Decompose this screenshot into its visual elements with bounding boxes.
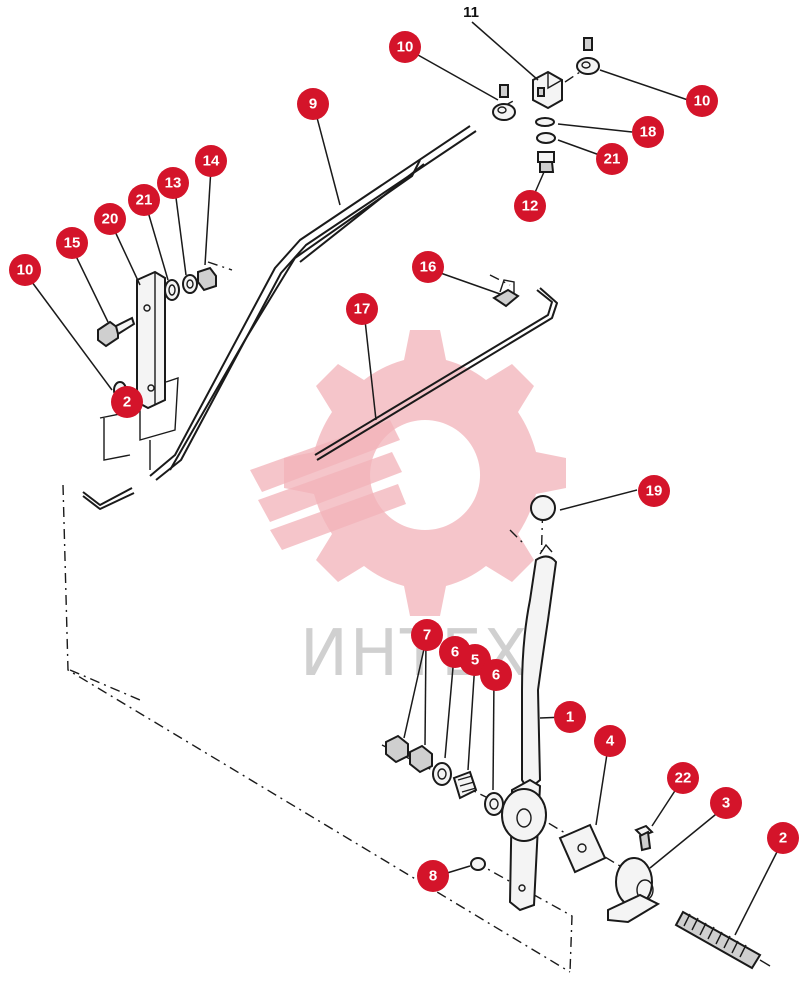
svg-text:22: 22 [675,770,692,787]
callout-8: 8 [417,860,449,892]
svg-text:6: 6 [492,667,500,684]
svg-text:7: 7 [423,627,431,644]
svg-text:15: 15 [64,235,81,252]
svg-text:9: 9 [309,96,317,113]
svg-text:21: 21 [604,151,621,168]
svg-text:8: 8 [429,868,437,885]
part-9-rod [82,125,477,510]
leader-lines [25,21,784,936]
svg-text:6: 6 [451,644,459,661]
part-16-clip [492,279,520,308]
callout-4: 4 [594,725,626,757]
part-1-lever [501,543,558,912]
svg-text:10: 10 [397,39,414,56]
svg-text:2: 2 [123,394,131,411]
part-22-screw [634,824,654,852]
callout-21a: 21 [596,143,628,175]
part-15-bolt [97,316,136,348]
svg-text:21: 21 [136,192,153,209]
svg-text:17: 17 [354,301,371,318]
svg-text:20: 20 [102,211,119,228]
svg-text:16: 16 [420,259,437,276]
callout-6b: 6 [480,659,512,691]
callout-3: 3 [710,787,742,819]
callout-10b: 10 [686,85,718,117]
callout-16: 16 [412,251,444,283]
callout-10a: 10 [389,31,421,63]
part-19-knob [530,495,556,521]
svg-text:19: 19 [646,483,663,500]
pivot-hardware [385,734,504,816]
callout-13: 13 [157,167,189,199]
callout-2a: 2 [111,386,143,418]
callout-21b: 21 [128,184,160,216]
callout-1: 1 [554,701,586,733]
svg-text:12: 12 [522,198,539,215]
callout-20: 20 [94,203,126,235]
svg-text:1: 1 [566,709,574,726]
callout-10c: 10 [9,254,41,286]
svg-text:5: 5 [471,652,479,669]
svg-text:14: 14 [203,153,220,170]
callout-14: 14 [195,145,227,177]
svg-text:18: 18 [640,124,657,141]
watermark-logo: ИНТЕХ [250,330,566,691]
top-hardware-group [492,37,600,173]
svg-text:13: 13 [165,175,182,192]
part-4-plate [558,823,607,874]
svg-text:3: 3 [722,795,730,812]
callout-15: 15 [56,227,88,259]
callout-18: 18 [632,116,664,148]
callout-9: 9 [297,88,329,120]
callout-22: 22 [667,762,699,794]
callout-19: 19 [638,475,670,507]
svg-text:10: 10 [17,262,34,279]
part-3-bracket [607,857,661,924]
part-2-spring [674,910,771,970]
callout-7: 7 [411,619,443,651]
callout-17: 17 [346,293,378,325]
part-8-washer [470,857,486,871]
part-20-plate [99,270,179,470]
svg-text:4: 4 [606,733,615,750]
callout-2b: 2 [767,822,799,854]
svg-text:10: 10 [694,93,711,110]
part-17-rod [314,287,558,461]
svg-text:2: 2 [779,830,787,847]
label-11: 11 [463,4,479,21]
callout-12: 12 [514,190,546,222]
